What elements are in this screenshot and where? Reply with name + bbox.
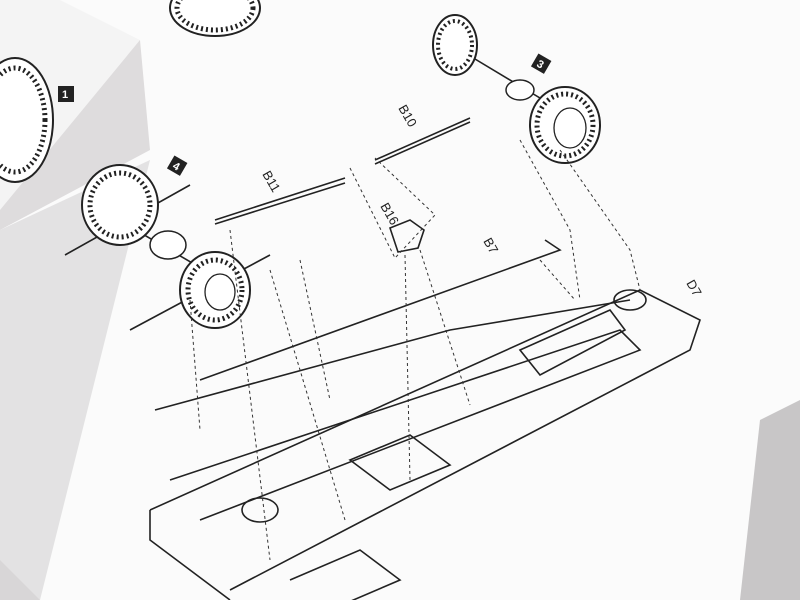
rear-axle-assembly (432, 14, 601, 164)
tire-top (169, 0, 261, 37)
front-axle-assembly (64, 164, 271, 331)
drive-shafts (214, 117, 471, 259)
step4-badge (166, 155, 188, 176)
part-label-d7: D7 (683, 277, 704, 299)
step3-number: 3 (534, 58, 545, 71)
step3-badge (530, 53, 552, 74)
part-label-b7: B7 (480, 235, 501, 256)
tire-step1 (0, 57, 54, 183)
step1-number: 1 (62, 89, 68, 101)
chassis-frame (149, 239, 701, 600)
step1-badge (58, 86, 74, 102)
alignment-lines (189, 139, 641, 561)
page-shadow (0, 160, 150, 600)
page-edges (740, 400, 800, 600)
